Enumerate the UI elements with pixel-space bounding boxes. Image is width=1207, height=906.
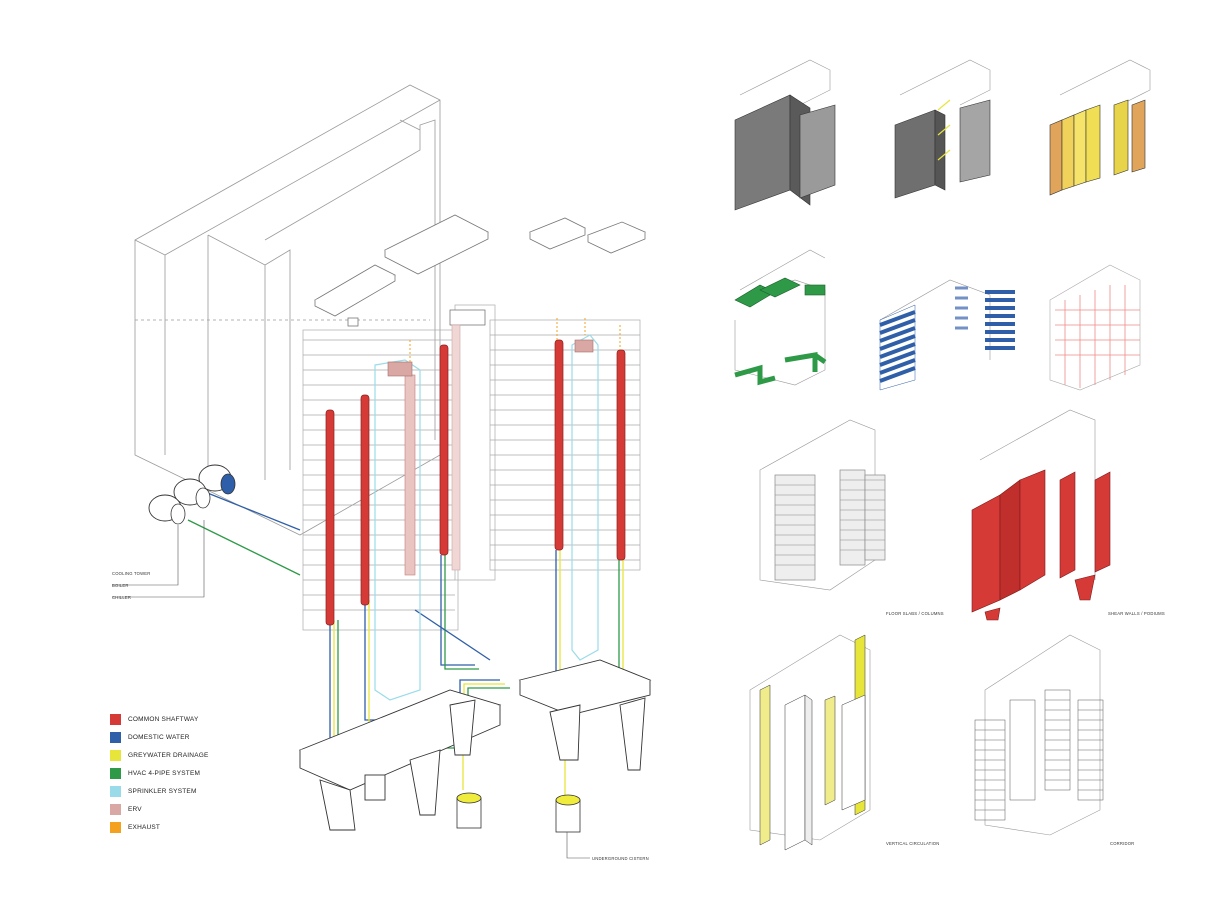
legend-item: DOMESTIC WATER — [110, 728, 310, 746]
floor-slab-stack — [302, 304, 641, 631]
legend-swatch-domestic-water — [110, 731, 121, 743]
legend-swatch-hvac — [110, 767, 121, 779]
rooftop-equipment — [314, 214, 647, 327]
tower-massing-outline — [134, 84, 441, 536]
chiller-label: CHILLER — [112, 595, 132, 600]
legend-label: GREYWATER DRAINAGE — [128, 751, 209, 759]
exhaust-lines — [409, 318, 621, 362]
legend-item: EXHAUST — [110, 818, 310, 836]
cistern-label: UNDERGROUND CISTERN — [592, 856, 649, 861]
legend-item: SPRINKLER SYSTEM — [110, 782, 310, 800]
legend-item: COMMON SHAFTWAY — [110, 710, 310, 728]
thumb-corridor — [974, 634, 1104, 836]
caption-vertical-circulation: VERTICAL CIRCULATION — [886, 841, 940, 846]
caption-floor-slabs: FLOOR SLABS / COLUMNS — [886, 611, 944, 616]
caption-shear-walls: SHEAR WALLS / PODIUMS — [1108, 611, 1165, 616]
legend-swatch-sprinkler — [110, 785, 121, 797]
legend-label: SPRINKLER SYSTEM — [128, 787, 197, 795]
legend-swatch-exhaust — [110, 821, 121, 833]
thumb-domestic-blue — [879, 279, 1015, 391]
thumb-hvac-green — [734, 249, 827, 386]
legend-label: DOMESTIC WATER — [128, 733, 190, 741]
legend-label: COMMON SHAFTWAY — [128, 715, 199, 723]
boiler-chiller-tower — [112, 464, 236, 598]
thumb-sprinkler-red — [1049, 264, 1141, 391]
thumb-core-yellow — [1049, 59, 1151, 196]
thumb-core-split — [894, 59, 991, 199]
sprinkler-risers — [374, 334, 599, 701]
legend-swatch-erv — [110, 803, 121, 815]
legend-swatch-shaftway — [110, 713, 121, 725]
thumb-core-massing — [734, 59, 836, 211]
legend-swatch-greywater — [110, 749, 121, 761]
boiler-label: BOILER — [112, 583, 129, 588]
systems-legend: COMMON SHAFTWAY DOMESTIC WATER GREYWATER… — [110, 710, 310, 836]
caption-corridor: CORRIDOR — [1110, 841, 1135, 846]
thumb-vertical-circulation — [749, 634, 871, 851]
underground-cisterns — [456, 792, 590, 859]
legend-item: GREYWATER DRAINAGE — [110, 746, 310, 764]
cooling-tower-label: COOLING TOWER — [112, 571, 151, 576]
legend-label: ERV — [128, 805, 142, 813]
podium-base — [298, 659, 652, 831]
legend-item: HVAC 4-PIPE SYSTEM — [110, 764, 310, 782]
legend-label: EXHAUST — [128, 823, 161, 831]
thumb-floor-slabs — [759, 419, 886, 591]
erv-shafts — [387, 324, 594, 576]
legend-label: HVAC 4-PIPE SYSTEM — [128, 769, 201, 777]
thumb-shear-walls — [971, 409, 1111, 621]
legend-item: ERV — [110, 800, 310, 818]
common-shafts — [325, 339, 626, 626]
